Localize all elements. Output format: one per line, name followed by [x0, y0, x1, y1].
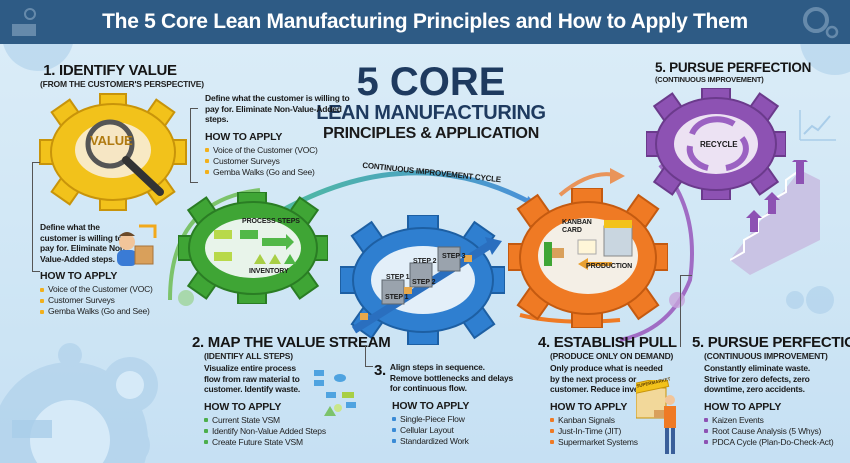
section-4-title: 4. ESTABLISH PULL — [538, 334, 677, 351]
kanban-card-label: KANBAN CARD — [562, 219, 592, 234]
gear-wrench-icon — [803, 7, 839, 39]
step-3-label: STEP 3 — [442, 253, 466, 260]
left-panel-how-label: HOW TO APPLY — [40, 270, 118, 282]
bullet-item: Just-In-Time (JIT) — [550, 426, 693, 437]
factory-gear-icon — [12, 8, 36, 36]
step-1-label: STEP 1 — [386, 274, 410, 281]
top-right-title: 5. PURSUE PERFECTION — [655, 60, 812, 75]
connector-line — [32, 162, 40, 272]
bullet-item: Gemba Walks (Go and See) — [205, 167, 350, 178]
trend-chart-icon — [799, 110, 836, 141]
bullet-item: Customer Surveys — [205, 156, 350, 167]
bullet-item: Kanban Signals — [550, 415, 693, 426]
left-panel-description: Define what the customer is willing to p… — [40, 222, 128, 264]
bullet-item: PDCA Cycle (Plan-Do-Check-Act) — [704, 437, 850, 448]
center-title-line1: 5 CORE — [356, 60, 506, 104]
section-5-description: Constantly eliminate waste. Strive for z… — [704, 363, 811, 394]
section-1-title: 1. IDENTIFY VALUE — [43, 62, 177, 79]
bullet-item: Root Cause Analysis (5 Whys) — [704, 426, 850, 437]
section-2-title: 2. MAP THE VALUE STREAM — [192, 334, 391, 351]
left-panel-details: Define what the customer is willing to p… — [40, 222, 200, 317]
section-2-how-label: HOW TO APPLY — [204, 400, 282, 413]
bullet-item: Identify Non-Value Added Steps — [204, 426, 372, 437]
section-4-details: 4. ESTABLISH PULL (PRODUCE ONLY ON DEMAN… — [538, 334, 693, 448]
section-3-bullets: Single-Piece Flow Cellular Layout Standa… — [374, 414, 534, 447]
left-panel-bullets: Voice of the Customer (VOC) Customer Sur… — [40, 284, 200, 317]
section-1-description: Define what the customer is willing to p… — [205, 93, 350, 124]
flowchart-icon — [314, 370, 356, 416]
section-1-subtitle: (FROM THE CUSTOMER'S PERSPECTIVE) — [40, 79, 204, 89]
section-5-subtitle: (CONTINUOUS IMPROVEMENT) — [704, 351, 828, 361]
connector-line — [365, 345, 373, 367]
header-banner: The 5 Core Lean Manufacturing Principles… — [0, 0, 850, 44]
connector-line — [190, 108, 198, 183]
section-5-details: 5. PURSUE PERFECTION (CONTINUOUS IMPROVE… — [692, 334, 850, 448]
production-label: PRODUCTION — [586, 263, 633, 270]
pull-gear-icon — [508, 188, 668, 328]
section-4-bullets: Kanban Signals Just-In-Time (JIT) Superm… — [538, 415, 693, 448]
section-3-details: 3. Align steps in sequence. Remove bottl… — [374, 362, 534, 447]
section-1-bullets: Voice of the Customer (VOC) Customer Sur… — [205, 145, 350, 178]
section-4-how-label: HOW TO APPLY — [550, 400, 628, 413]
center-title-block: 5 CORE LEAN MANUFACTURING PRINCIPLES & A… — [300, 62, 562, 144]
center-title-line3: PRINCIPLES & APPLICATION — [323, 125, 539, 142]
section-4-description: Only produce what is needed by the next … — [550, 363, 663, 394]
step-2-label: STEP 2 — [413, 258, 437, 265]
section-1-how-label: HOW TO APPLY — [205, 130, 283, 143]
section-5-bullets: Kaizen Events Root Cause Analysis (5 Why… — [692, 415, 850, 448]
connector-line — [680, 275, 692, 347]
process-steps-label: PROCESS STEPS — [242, 218, 300, 225]
section-5-how-label: HOW TO APPLY — [704, 400, 782, 413]
flow-gear-icon — [340, 215, 505, 345]
value-stream-gear-icon — [178, 192, 328, 304]
section-4-subtitle: (PRODUCE ONLY ON DEMAND) — [550, 351, 674, 361]
bullet-item: Voice of the Customer (VOC) — [205, 145, 350, 156]
inventory-label: INVENTORY — [249, 268, 289, 275]
bullet-item: Standardized Work — [392, 436, 534, 447]
section-2-description: Visualize entire process flow from raw m… — [204, 363, 301, 394]
bullet-item: Current State VSM — [204, 415, 372, 426]
value-gear-label: VALUE — [90, 133, 133, 148]
section-5-title: 5. PURSUE PERFECTION — [692, 334, 850, 351]
step-2-upper-label: STEP 2 — [412, 279, 436, 286]
bullet-item: Single-Piece Flow — [392, 414, 534, 425]
section-2-details: 2. MAP THE VALUE STREAM (IDENTIFY ALL ST… — [192, 334, 391, 448]
center-title-line2: LEAN MANUFACTURING — [316, 102, 546, 124]
section-2-bullets: Current State VSM Identify Non-Value Add… — [192, 415, 372, 448]
bullet-item: Kaizen Events — [704, 415, 850, 426]
section-3-how-label: HOW TO APPLY — [392, 399, 470, 412]
section-3-title: 3. — [374, 362, 386, 379]
supermarket-worker-icon — [636, 380, 676, 454]
section-3-description: Align steps in sequence. Remove bottlene… — [389, 362, 514, 393]
bullet-item: Voice of the Customer (VOC) — [40, 284, 200, 295]
section-1-heading: 1. IDENTIFY VALUE (FROM THE CUSTOMER'S P… — [40, 62, 204, 89]
bullet-item: Create Future State VSM — [204, 437, 372, 448]
top-right-heading: 5. PURSUE PERFECTION (CONTINUOUS IMPROVE… — [655, 60, 811, 84]
value-gear-icon — [39, 93, 187, 211]
bullet-item: Customer Surveys — [40, 295, 200, 306]
bullet-item: Gemba Walks (Go and See) — [40, 306, 200, 317]
bullet-item: Cellular Layout — [392, 425, 534, 436]
step-1-upper-label: STEP 1 — [385, 294, 409, 301]
page-title: The 5 Core Lean Manufacturing Principles… — [102, 10, 748, 33]
section-2-subtitle: (IDENTIFY ALL STEPS) — [204, 351, 293, 361]
stairs-arrows-icon — [730, 160, 820, 275]
top-right-subtitle: (CONTINUOUS IMPROVEMENT) — [655, 75, 764, 84]
recycle-label: RECYCLE — [700, 140, 738, 149]
perfection-gear-icon — [646, 88, 786, 200]
bullet-item: Supermarket Systems — [550, 437, 693, 448]
section-1-details: Define what the customer is willing to p… — [205, 93, 350, 178]
customer-box-icon — [117, 224, 157, 266]
